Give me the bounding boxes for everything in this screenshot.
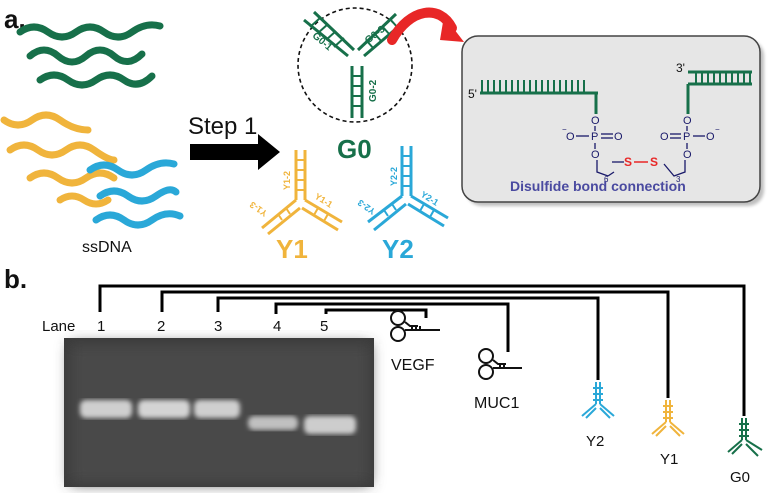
bracket-lane-4-muc1 — [274, 302, 510, 352]
atom-o-ester: O — [591, 149, 600, 161]
muc1-aptamer-icon — [478, 348, 522, 380]
gel-band — [304, 416, 356, 434]
lane-number: 3 — [214, 318, 222, 335]
minus-charge-label: − — [715, 125, 720, 134]
lane-brackets — [98, 284, 746, 416]
sulfur-1: S — [624, 155, 632, 169]
ssdna-green-strand — [36, 71, 156, 89]
y1-arm-2-label: Y1-2 — [282, 171, 292, 190]
atom-o-double: O — [660, 131, 669, 143]
g0-label: G0 — [337, 134, 372, 164]
y2-label: Y2 — [382, 234, 414, 264]
g0-arm-1-label: G0-1 — [310, 31, 334, 54]
lane-number: 2 — [157, 318, 165, 335]
vegf-aptamer-icon — [390, 310, 440, 342]
y1-label: Y1 — [276, 234, 308, 264]
left-phosphate-group: O P O O O — [566, 115, 623, 161]
panel-a-label: a. — [4, 4, 26, 34]
gel-band — [248, 416, 298, 430]
y1-sample-label: Y1 — [660, 451, 678, 468]
ssdna-yellow-strand — [26, 169, 118, 187]
ssdna-yellow-strand — [6, 141, 118, 164]
right-phosphate-group: O P O O O — [660, 115, 715, 161]
disulfide-caption: Disulfide bond connection — [510, 178, 686, 194]
atom-o-minus: O — [566, 131, 575, 143]
ssdna-yellow-strands — [0, 111, 118, 208]
ssdna-blue-strand — [86, 159, 178, 179]
subscript-3: 3 — [676, 175, 681, 184]
vegf-label: VEGF — [391, 357, 435, 374]
ssdna-yellow-strand — [56, 192, 112, 208]
three-prime-label: 3' — [676, 61, 685, 75]
y2-y-structure — [367, 146, 449, 232]
gel-image — [64, 338, 374, 487]
atom-o-minus: O — [706, 131, 715, 143]
bracket-lane-1-g0 — [98, 284, 746, 416]
y1-arm-3-label: Y1-3 — [248, 199, 269, 218]
lane-number: 5 — [320, 318, 328, 335]
ssdna-yellow-strand — [0, 111, 92, 134]
ssdna-green-strand — [16, 21, 164, 41]
y2-arm-1-label: Y2-1 — [419, 189, 440, 208]
ssdna-blue-strands — [86, 159, 184, 229]
y1-small-icon — [651, 400, 685, 437]
ssdna-label: ssDNA — [82, 239, 132, 256]
gel-band — [138, 400, 190, 418]
panel-b-label: b. — [4, 264, 27, 294]
zoom-arrow-head-icon — [440, 16, 464, 42]
ssdna-blue-strand — [96, 186, 180, 205]
atom-o-double: O — [614, 131, 623, 143]
y2-arm-3-label: Y2-3 — [356, 197, 377, 216]
y1-y-structure — [261, 150, 343, 236]
bracket-lane-3-y2 — [216, 296, 600, 380]
bracket-lane-5-vegf — [324, 308, 428, 318]
lane-number: 1 — [97, 318, 105, 335]
atom-p: P — [591, 131, 598, 143]
sulfur-2: S — [650, 155, 658, 169]
g0-sample-label: G0 — [730, 469, 750, 486]
lane-header: Lane — [42, 318, 75, 335]
ssdna-green-strand — [26, 46, 146, 66]
y2-arm-2-label: Y2-2 — [389, 167, 399, 186]
y2-small-icon — [581, 382, 615, 419]
minus-charge-label: − — [562, 125, 567, 134]
five-prime-label: 5' — [468, 87, 477, 101]
atom-o: O — [683, 115, 692, 127]
y2-sample-label: Y2 — [586, 433, 604, 450]
g0-arm-2-label: G0-2 — [368, 79, 379, 102]
gel-band — [80, 400, 132, 418]
atom-p: P — [683, 131, 690, 143]
lane-number: 4 — [273, 318, 281, 335]
step-arrow-icon — [190, 134, 280, 170]
atom-o: O — [591, 115, 600, 127]
bracket-lane-2-y1 — [160, 290, 670, 398]
g0-y-structure — [303, 10, 405, 118]
ssdna-green-strands — [16, 21, 164, 89]
disulfide-zoom-box: 5' 3' O P O O O − 6 S S O P O O O — [461, 35, 764, 206]
g0-zoom-circle — [297, 7, 413, 123]
muc1-label: MUC1 — [474, 395, 519, 412]
step-label: Step 1 — [188, 113, 257, 140]
gel-band — [194, 400, 240, 418]
g0-small-icon — [727, 418, 763, 457]
subscript-6: 6 — [604, 175, 609, 184]
atom-o-ester: O — [683, 149, 692, 161]
ssdna-blue-strand — [92, 210, 184, 229]
